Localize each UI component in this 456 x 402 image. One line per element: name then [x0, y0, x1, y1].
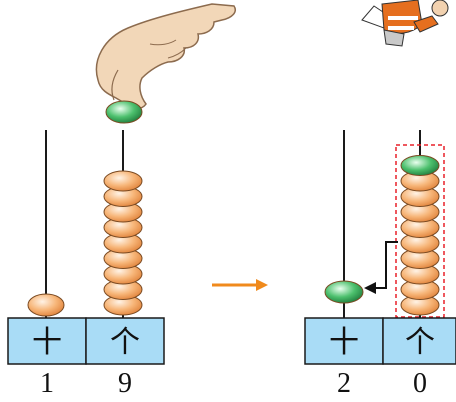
- ones-bead: [103, 170, 143, 192]
- left-tens-cell: [7, 317, 87, 365]
- left-ones-beads: [103, 170, 143, 316]
- right-tens-label: 十: [329, 325, 359, 360]
- right-tens-bead: [324, 280, 364, 304]
- left-tens-bead: [27, 293, 65, 317]
- left-tens-digit: 1: [40, 368, 54, 399]
- left-ones-digit: 9: [118, 368, 132, 399]
- right-ones-digit: 0: [413, 368, 427, 399]
- transition-arrow: [212, 279, 268, 291]
- right-ones-label: 个: [405, 325, 435, 360]
- ones-green-bead: [400, 155, 440, 176]
- right-tens-cell: [304, 317, 384, 365]
- right-ones-cell: [382, 317, 456, 365]
- right-abacus: 十 个 2 0: [304, 130, 456, 399]
- hand-illustration: [95, 3, 236, 110]
- carry-arrow: [364, 241, 398, 294]
- right-ones-beads: [400, 155, 440, 316]
- cartoon-character: [361, 0, 449, 47]
- right-tens-digit: 2: [337, 368, 351, 399]
- ones-group-dashed-box: [395, 144, 445, 318]
- held-green-bead: [105, 100, 143, 124]
- left-ones-label: 个: [110, 325, 140, 360]
- left-tens-label: 十: [32, 325, 62, 360]
- left-ones-cell: [85, 317, 165, 365]
- left-abacus: 十 个 1 9: [7, 130, 165, 399]
